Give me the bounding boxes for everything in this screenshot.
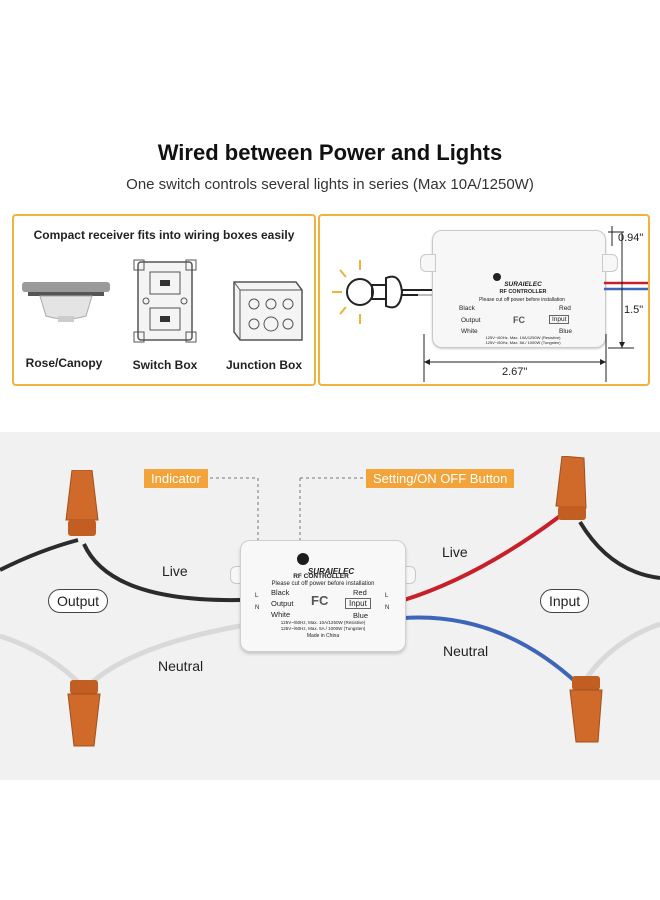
white-label: White (461, 328, 478, 335)
white-label: White (271, 610, 291, 619)
rose-canopy-label: Rose/Canopy (25, 356, 103, 370)
n-terminal-label-right: N (385, 605, 390, 611)
fc-mark: FC (513, 315, 525, 325)
live-label-left: Live (162, 563, 188, 579)
n-terminal-label: N (255, 605, 260, 611)
rose-canopy-icon (22, 282, 110, 322)
page-title: Wired between Power and Lights (157, 140, 503, 165)
blue-label: Blue (559, 328, 573, 335)
wire-nut-icon (65, 470, 99, 536)
input-wires (604, 281, 648, 291)
l-terminal-label: L (255, 593, 259, 599)
output-pill: Output (48, 589, 109, 613)
wire-nut-icon (67, 680, 101, 747)
made-in-label: Made in China (306, 633, 340, 639)
warning-label: Please cut off power before installation (271, 581, 375, 587)
mounting-ear-left (420, 254, 436, 272)
l-terminal-label-right: L (385, 593, 389, 599)
dimension-height: 1.5" (624, 304, 644, 316)
dimension-panel: SURAIELEC RF CONTROLLER Please cut off p… (318, 214, 650, 386)
light-bulb-icon (332, 260, 420, 324)
spec-label-2: 125V~/60Hz, Max. 5A / 1000W (Tungsten) (485, 340, 561, 345)
dimension-width: 2.67" (502, 366, 528, 378)
output-label: Output (461, 317, 481, 324)
switch-box-icon (133, 259, 197, 343)
black-label: Black (271, 588, 290, 597)
model-label: RF CONTROLLER (293, 573, 349, 580)
neutral-label-right: Neutral (443, 643, 489, 659)
switch-box-label: Switch Box (132, 358, 198, 372)
input-label: Input (345, 598, 371, 609)
junction-box-icon (233, 281, 303, 341)
panel-heading: Compact receiver fits into wiring boxes … (33, 228, 295, 242)
brand-label: SURAIELEC (504, 281, 542, 288)
red-label: Red (559, 305, 571, 312)
receiver-device: SURAIELEC RF CONTROLLER Please cut off p… (240, 540, 406, 652)
blue-label: Blue (353, 611, 369, 620)
output-label: Output (271, 599, 294, 608)
bulb-wires (418, 289, 434, 296)
wiring-box-panel: Compact receiver fits into wiring boxes … (12, 214, 316, 386)
wires (0, 477, 660, 690)
setting-button[interactable] (297, 553, 309, 565)
page-subtitle: One switch controls several lights in se… (126, 176, 534, 193)
wire-nut-icon (555, 456, 587, 520)
indicator-callout: Indicator (144, 469, 208, 488)
red-label: Red (353, 588, 367, 597)
model-label: RF CONTROLLER (499, 289, 547, 295)
input-label: Input (549, 315, 570, 324)
mounting-ear-right (602, 254, 618, 272)
dimension-lines (423, 226, 634, 382)
wire-nut-icon (569, 676, 603, 743)
brand-label: SURAIELEC (307, 567, 355, 576)
receiver-diagram: SURAIELEC RF CONTROLLER Please cut off p… (432, 230, 606, 348)
indicator-dot (493, 273, 501, 281)
button-callout: Setting/ON OFF Button (366, 469, 515, 488)
live-label-right: Live (442, 544, 468, 560)
dimension-height-small: 0.94" (618, 232, 644, 244)
input-pill: Input (540, 589, 590, 613)
neutral-label-left: Neutral (158, 658, 204, 674)
junction-box-label: Junction Box (225, 358, 302, 372)
spec-label-1: 125V~/60Hz, Max. 10A/1250W (Resistive) (280, 620, 366, 625)
fc-mark: FC (311, 593, 329, 608)
black-label: Black (459, 305, 475, 312)
spec-label-2: 125V~/60Hz, Max. 5A / 1000W (Tungsten) (280, 626, 366, 631)
spec-label-1: 125V~/60Hz, Max. 10A/1250W (Resistive) (485, 335, 561, 340)
warning-label: Please cut off power before installation (479, 297, 565, 303)
